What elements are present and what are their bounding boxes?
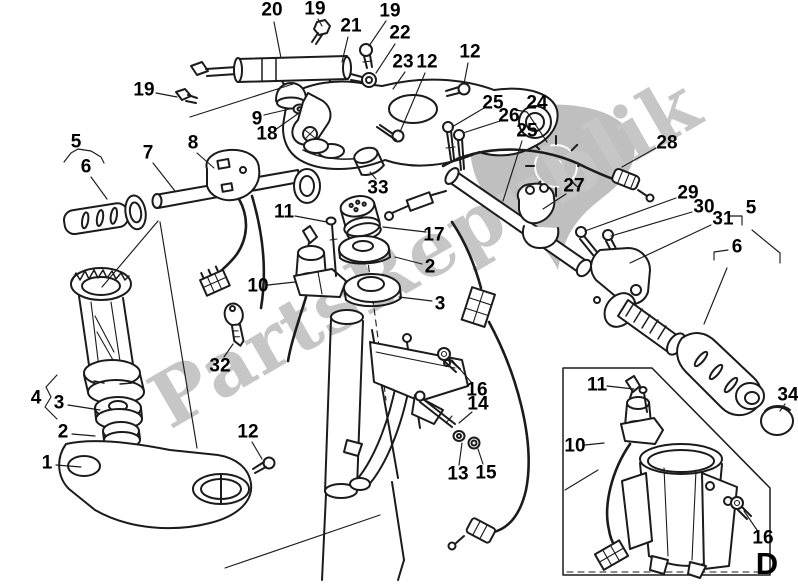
fork-leg [78,295,145,459]
callout-11: 11 [586,374,608,396]
wiring-cable [447,220,530,551]
callout-10: 10 [564,435,586,457]
callout-1: 1 [41,452,53,474]
inset-throttle-body [621,443,752,579]
bolt-19-left [175,88,198,104]
callout-14: 14 [467,393,489,415]
steering-damper [190,55,377,154]
callout-3: 3 [434,293,446,315]
callout-19: 19 [133,79,155,101]
inset-ignition-switch [564,375,664,571]
ignition-switch [286,225,347,363]
bolt-12-c [252,456,276,474]
callout-16: 16 [466,379,488,401]
callout-5: 5 [70,131,82,153]
callout-24: 24 [526,92,548,114]
callout-21: 21 [340,15,362,37]
callout-23: 23 [392,51,414,73]
screw-16 [437,347,461,373]
callout-8: 8 [187,132,199,154]
callout-7: 7 [142,142,154,164]
bottom-yoke [58,440,253,530]
top-yoke [280,58,559,170]
bar-clamp-27 [516,182,560,249]
callout-6: 6 [731,236,743,258]
inset-label: D [755,546,779,581]
callout-34: 34 [777,384,798,406]
callout-19: 19 [304,0,326,20]
screw-11 [325,216,338,277]
callout-9: 9 [251,108,263,130]
callout-18: 18 [256,123,278,145]
washer-seat-2 [338,235,391,265]
callout-32: 32 [209,355,231,377]
bar-end-cap-34 [760,405,794,436]
connector-plug [460,286,496,328]
callout-33: 33 [367,177,389,199]
callout-13: 13 [447,463,469,485]
washer-13 [452,430,466,442]
connector-plug [593,539,630,571]
key-32 [223,302,245,347]
callout-17: 17 [423,224,445,246]
throttle-cable-28 [441,148,655,203]
connector-plug [199,265,231,297]
callout-29: 29 [677,182,699,204]
nut-15 [467,436,481,450]
callout-22: 22 [389,22,411,44]
callout-19: 19 [379,0,401,22]
right-grip [676,332,765,416]
callout-2: 2 [424,256,436,278]
callout-12: 12 [459,41,481,63]
cup-33 [353,146,385,176]
callout-10: 10 [247,275,269,297]
rod-detail [384,190,447,221]
callout-26: 26 [498,105,520,127]
right-switch-assembly [575,226,651,328]
callout-31: 31 [712,208,734,230]
left-switch [199,148,266,310]
callout-25: 25 [516,120,538,142]
callout-11: 11 [273,201,295,223]
callout-4: 4 [30,387,42,409]
inset-box [562,367,771,576]
callout-28: 28 [656,132,678,154]
callout-27: 27 [563,175,585,197]
exploded-drawing [58,19,794,581]
left-grip [63,194,147,236]
callout-20: 20 [261,0,283,21]
bolt-12-a [376,124,405,143]
cable-end-fitting [465,517,497,544]
leader-lines [55,18,786,531]
clamp-screw-26 [453,129,467,171]
bolt-19-top-b [359,43,373,69]
callout-30: 30 [693,196,715,218]
callout-25: 25 [482,92,504,114]
callout-5: 5 [745,197,757,219]
screw-14 [414,390,456,428]
castellated-ring [70,267,132,301]
callout-15: 15 [475,462,497,484]
bracket-lines [44,83,781,569]
bolt-19-top-a [311,19,331,45]
callout-12: 12 [416,51,438,73]
callout-16: 16 [752,527,774,549]
callout-6: 6 [80,156,92,178]
callout-3: 3 [53,392,65,414]
callout-12: 12 [237,421,259,443]
callout-2: 2 [57,421,69,443]
